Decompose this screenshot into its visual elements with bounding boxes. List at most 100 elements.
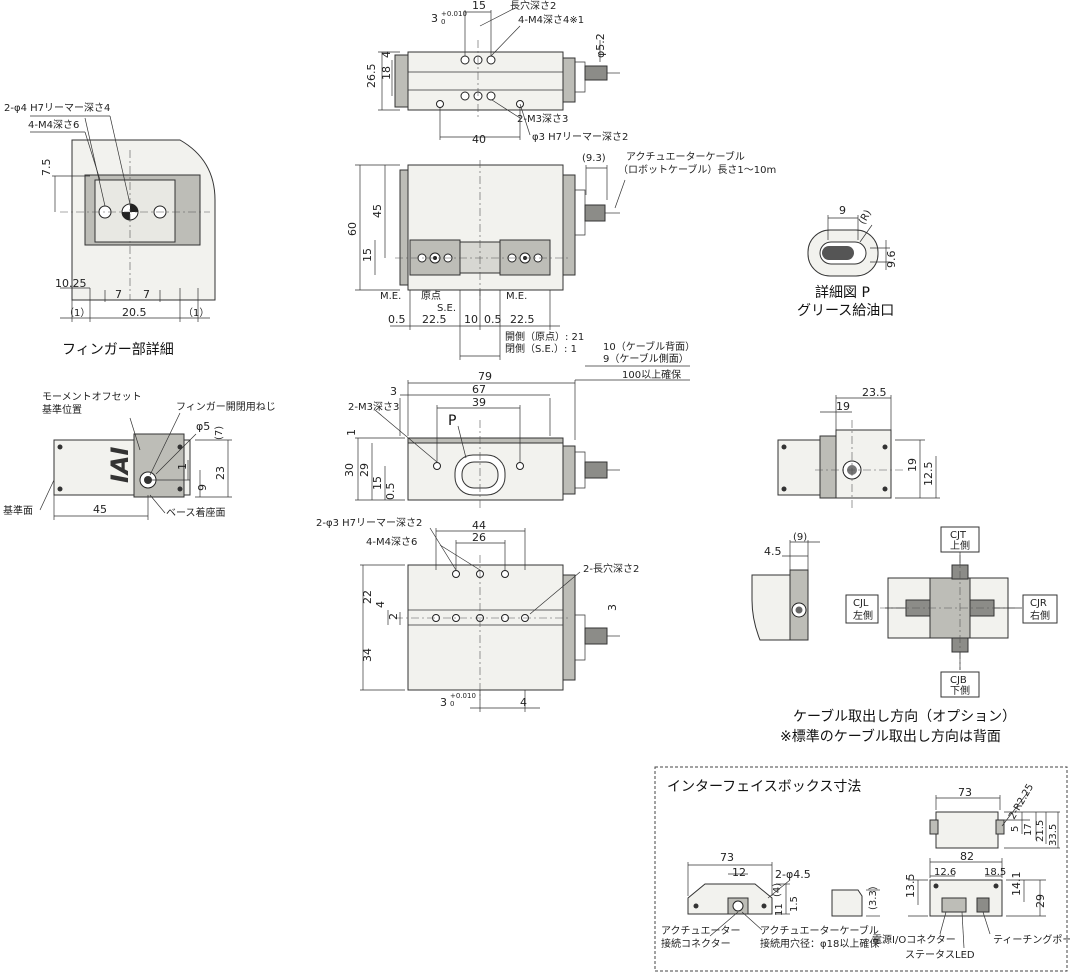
svg-text:2-φ4.5: 2-φ4.5 [775,868,811,881]
svg-text:9.6: 9.6 [885,251,898,269]
caption-finger-detail: フィンガー部詳細 [62,342,174,358]
svg-text:接続用穴径：φ18以上確保: 接続用穴径：φ18以上確保 [760,937,879,950]
svg-text:33.5: 33.5 [1048,824,1059,846]
svg-text:7: 7 [115,288,122,301]
svg-text:9: 9 [196,484,209,491]
svg-text:79: 79 [478,370,492,383]
label-m3: 2-M3深さ3 [517,113,568,125]
svg-text:3: 3 [606,604,619,611]
label-side-m3: 2-M3深さ3 [348,401,399,413]
svg-text:22.5: 22.5 [422,313,447,326]
svg-text:12: 12 [732,866,746,879]
side-left-view: IAI モーメントオフセット 基準位置 フィンガー開閉用ねじ φ5 (7) 1 … [3,391,276,520]
label-base-face: ベース着座面 [166,506,226,519]
label-actuator-cable: アクチュエーターケーブル [760,924,879,937]
svg-text:12.5: 12.5 [922,462,935,487]
label-slot: 長穴深さ2 [510,0,556,12]
svg-text:φ5: φ5 [196,420,210,433]
svg-text:原点: 原点 [421,290,441,302]
svg-text:1: 1 [176,463,189,470]
svg-text:0: 0 [441,18,445,26]
svg-text:29: 29 [1034,894,1047,908]
top-body [407,51,564,111]
svg-text:26: 26 [472,531,486,544]
svg-text:11: 11 [774,903,785,916]
svg-text:※標準のケーブル取出し方向は背面: ※標準のケーブル取出し方向は背面 [780,728,1001,745]
svg-text:4: 4 [380,51,393,58]
detail-p: 9 (R) 9.6 詳細図 P グリース給油口 [797,204,898,319]
svg-text:23: 23 [214,466,227,480]
svg-text:(R): (R) [857,208,874,226]
svg-text:82: 82 [960,850,974,863]
svg-text:4.5: 4.5 [764,545,782,558]
svg-text:0.5: 0.5 [384,483,397,501]
label-moment: モーメントオフセット [42,391,142,403]
svg-text:(9): (9) [793,532,807,543]
label-finger-m4: 4-M4深さ6 [28,119,79,131]
svg-text:73: 73 [720,851,734,864]
svg-text:(9.3): (9.3) [582,153,606,164]
svg-text:+0.010: +0.010 [450,692,476,700]
svg-text:30: 30 [343,463,356,477]
label-detail-p-ref: P [448,413,456,429]
svg-text:14.1: 14.1 [1010,872,1023,897]
label-cjl: CJL [853,598,869,609]
svg-text:2: 2 [387,613,400,620]
iai-logo: IAI [106,446,134,483]
svg-text:グリース給油口: グリース給油口 [797,303,894,319]
svg-text:45: 45 [371,204,384,218]
svg-text:40: 40 [472,133,486,146]
svg-text:(7): (7) [214,426,225,440]
svg-text:10: 10 [464,313,478,326]
svg-text:23.5: 23.5 [862,386,887,399]
label-m4: 4-M4深さ4※1 [518,14,584,26]
svg-text:45: 45 [93,503,107,516]
svg-text:9（ケーブル側面）: 9（ケーブル側面） [603,352,689,365]
caption-cable-direction: ケーブル取出し方向（オプション） [793,708,1016,725]
svg-text:1.5: 1.5 [789,896,800,912]
label-cjt: CJT [950,530,967,541]
interface-box: インターフェイスボックス寸法 73 12 2-φ4.5 (4) 11 1.5 ア… [654,766,1070,972]
label-actuator-connector: アクチュエーター [661,925,741,937]
label-cjb: CJB [950,675,967,686]
label-ref-face: 基準面 [3,504,33,517]
cable-direction: 4.5 (9) CJT 上側 CJL 左側 CJR 右側 CJB 下側 ケーブル… [751,526,1058,745]
svg-text:0.5: 0.5 [388,313,406,326]
svg-text:（ロボットケーブル）長さ1～10m: （ロボットケーブル）長さ1～10m [618,163,776,176]
label-finger-ream: 2-φ4 H7リーマー深さ4 [4,102,110,114]
svg-text:S.E.: S.E. [437,303,456,314]
svg-text:5: 5 [1010,826,1021,832]
caption-detail-p: 詳細図 P [815,285,870,301]
svg-text:73: 73 [958,786,972,799]
label-teaching-port: ティーチングポート [993,933,1070,946]
svg-text:（1）: （1） [183,307,209,319]
svg-text:2-R2.25: 2-R2.25 [1007,782,1036,821]
svg-text:左側: 左側 [853,609,873,622]
svg-text:0.5: 0.5 [484,313,502,326]
caption-interface-box: インターフェイスボックス寸法 [667,779,861,795]
svg-text:0: 0 [450,700,454,708]
svg-text:15: 15 [371,476,384,490]
svg-text:18.5: 18.5 [984,867,1006,878]
svg-text:19: 19 [906,458,919,472]
svg-text:閉側（S.E.）: 1: 閉側（S.E.）: 1 [505,342,577,355]
svg-text:18: 18 [380,66,393,80]
svg-text:39: 39 [472,396,486,409]
svg-text:67: 67 [472,383,486,396]
bottom-view: 2-φ3 H7リーマー深さ2 4-M4深さ6 44 26 2-長穴深さ2 22 … [316,517,639,712]
svg-text:(3.3): (3.3) [868,886,879,910]
label-cable: アクチュエーターケーブル [626,150,745,163]
svg-text:M.E.: M.E. [380,291,401,302]
svg-text:7: 7 [143,288,150,301]
svg-text:100以上確保: 100以上確保 [622,368,681,381]
end-view: 23.5 19 19 12.5 [777,386,940,510]
label-bottom-m4: 4-M4深さ6 [366,536,417,548]
svg-text:φ5.2: φ5.2 [594,33,607,58]
svg-text:(4): (4) [772,883,783,897]
svg-text:20.5: 20.5 [122,306,147,319]
svg-text:1: 1 [345,429,358,436]
top-view: 15 3 +0.010 0 長穴深さ2 4-M4深さ4※1 26.5 18 4 … [365,0,628,146]
dim-3: 3 [431,12,438,25]
svg-text:13.5: 13.5 [904,874,917,899]
svg-text:15: 15 [361,248,374,262]
